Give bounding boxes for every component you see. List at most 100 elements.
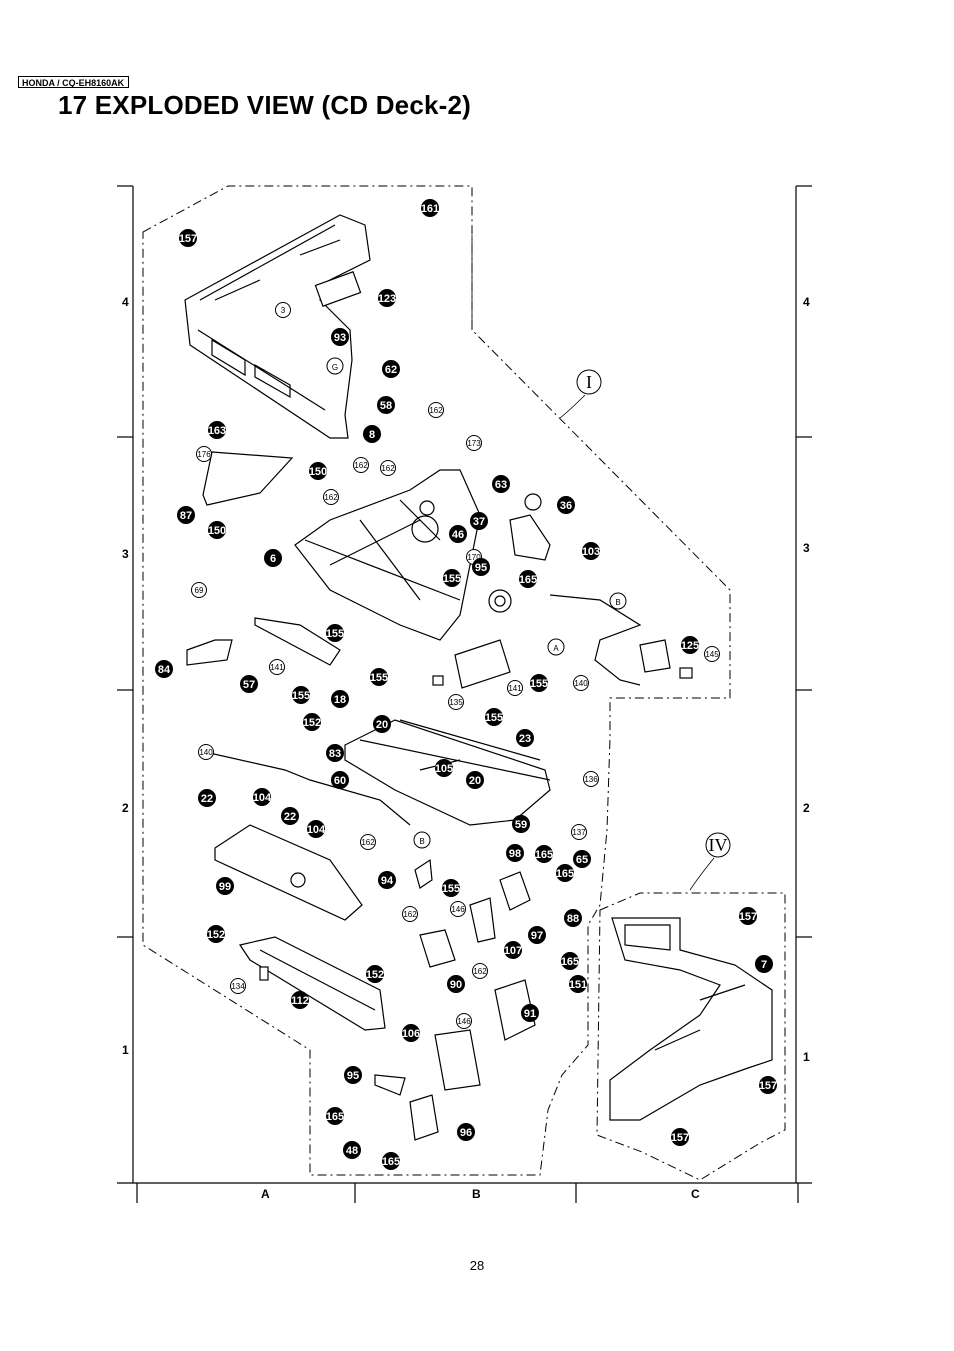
callout-circle: [307, 820, 325, 838]
callout-c103: 103: [582, 542, 600, 560]
callout-c157b: 157: [739, 907, 757, 925]
top-chassis-part: [184, 214, 371, 439]
callout-c104b: 104: [307, 820, 326, 838]
callout-number: 165: [382, 1156, 400, 1168]
callout-number: 103: [582, 546, 600, 558]
callout-c84: 84: [155, 660, 173, 678]
callout-number: 162: [403, 910, 417, 919]
callout-c140a: 140: [573, 675, 589, 691]
callout-number: 112: [291, 995, 309, 1007]
callout-circle: [492, 475, 510, 493]
callout-c157c: 157: [759, 1076, 777, 1094]
callout-c107: 107: [504, 941, 522, 959]
callout-c46: 46: [449, 525, 467, 543]
callout-c157d: 157: [671, 1128, 689, 1146]
callout-circle: [457, 1123, 475, 1141]
callout-c162f: 162: [402, 906, 418, 922]
row-label-4: 4: [122, 295, 129, 309]
callout-number: 157: [179, 233, 197, 245]
callout-number: 152: [366, 969, 384, 981]
callout-number: 155: [326, 628, 344, 640]
callout-number: 170: [467, 553, 481, 562]
callout-number: 95: [475, 562, 487, 574]
callout-circle: [382, 1152, 400, 1170]
callout-c145: 145: [704, 646, 720, 662]
callout-circle: [506, 844, 524, 862]
callout-number: 155: [443, 573, 461, 585]
callout-number: 165: [535, 849, 553, 861]
callout-circle: [573, 850, 591, 868]
callout-circle: [216, 877, 234, 895]
lever-parts: [186, 451, 536, 1141]
marker-b-lower: B: [419, 837, 424, 846]
callout-number: 157: [671, 1132, 689, 1144]
callout-number: 161: [421, 203, 439, 215]
callout-number: 162: [361, 838, 375, 847]
callout-number: 20: [376, 719, 388, 731]
section-marker-iv: IV: [709, 835, 728, 855]
callout-c146a: 146: [450, 901, 466, 917]
callout-number: 65: [576, 854, 588, 866]
callout-number: 95: [347, 1070, 359, 1082]
callout-c165f: 165: [382, 1152, 400, 1170]
gear-and-motor-parts: [432, 493, 693, 689]
callout-circle: [344, 1066, 362, 1084]
callout-c162c: 162: [380, 460, 396, 476]
callout-number: 18: [334, 694, 346, 706]
callout-number: 106: [402, 1028, 420, 1040]
callout-number: 83: [329, 748, 341, 760]
callout-c162b: 162: [353, 457, 369, 473]
callout-circle: [466, 435, 482, 451]
callout-circle: [207, 925, 225, 943]
callout-c152a: 152: [303, 713, 321, 731]
callout-circle: [755, 955, 773, 973]
callout-c95: 95: [472, 558, 490, 576]
row-label-2-right: 2: [803, 801, 810, 815]
callout-number: 155: [442, 883, 460, 895]
callout-c137: 137: [571, 824, 587, 840]
model-label: HONDA / CQ-EH8160AK: [18, 76, 129, 88]
callout-circle: [331, 771, 349, 789]
callout-c155d: 155: [530, 674, 548, 692]
callout-number: 20: [469, 775, 481, 787]
callout-c93: 93: [331, 328, 349, 346]
callout-c155a: 155: [443, 569, 461, 587]
callout-circle: [363, 425, 381, 443]
callout-number: 88: [567, 913, 579, 925]
row-label-4-right: 4: [803, 295, 810, 309]
callout-number: 62: [385, 364, 397, 376]
callout-circle: [198, 789, 216, 807]
callout-circle: [196, 446, 212, 462]
callout-circle: [208, 521, 226, 539]
col-label-c: C: [691, 1187, 700, 1201]
callout-c135: 135: [448, 694, 464, 710]
callout-circle: [504, 941, 522, 959]
callout-number: 162: [324, 493, 338, 502]
callout-number: 151: [569, 979, 587, 991]
callout-c157a: 157: [179, 229, 197, 247]
callout-c165a: 165: [519, 570, 537, 588]
callout-c176: 176: [196, 446, 212, 462]
callout-number: 84: [158, 664, 171, 676]
callout-circle: [671, 1128, 689, 1146]
callout-circle: [571, 824, 587, 840]
callout-c162d: 162: [323, 489, 339, 505]
callout-circle: [373, 715, 391, 733]
callout-number: 165: [326, 1111, 344, 1123]
callout-circle: [208, 421, 226, 439]
callout-number: 152: [303, 717, 321, 729]
callout-number: 150: [309, 466, 327, 478]
callout-c152c: 152: [366, 965, 384, 983]
callout-c36: 36: [557, 496, 575, 514]
col-label-b: B: [472, 1187, 481, 1201]
callout-c152b: 152: [207, 925, 225, 943]
callout-circle: [449, 525, 467, 543]
callout-c59: 59: [512, 815, 530, 833]
callout-c155c: 155: [370, 668, 388, 686]
callout-number: 96: [460, 1127, 472, 1139]
callout-c155g: 155: [442, 879, 460, 897]
callout-circle: [573, 675, 589, 691]
callout-c20b: 20: [466, 771, 484, 789]
callout-circle: [535, 845, 553, 863]
